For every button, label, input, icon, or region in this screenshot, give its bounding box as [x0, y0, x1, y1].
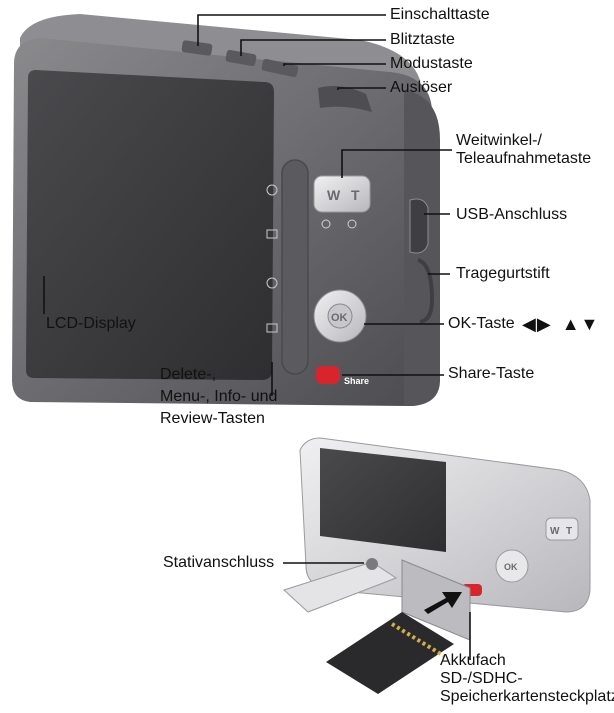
usb-port [409, 198, 429, 254]
battery-door [283, 561, 398, 613]
strap-post [417, 258, 435, 324]
ok-glyph: OK [331, 312, 348, 324]
info-icon [266, 277, 278, 289]
arrow-right-icon: ▶ [536, 314, 552, 334]
camera-bottom-view: W T OK [283, 437, 591, 694]
tripod-mount [366, 558, 378, 570]
shutter-button [318, 86, 372, 112]
arrow-down-icon: ▼ [580, 314, 600, 334]
ok-button-center [327, 303, 353, 329]
bottom-zoom-t-glyph: T [566, 526, 572, 537]
label-akkufach-sd: Akkufach SD-/SDHC- Speicherkartensteckpl… [440, 652, 614, 706]
label-weitwinkel-teleaufnahmetaste: Weitwinkel-/ Teleaufnahmetaste [456, 132, 591, 168]
label-weitwinkel-line2: Teleaufnahmetaste [456, 150, 592, 167]
bottom-lcd [320, 448, 446, 552]
label-share-taste: Share-Taste [448, 365, 535, 382]
label-einschalttaste: Einschalttaste [390, 6, 490, 23]
label-weitwinkel-line1: Weitwinkel-/ [456, 132, 542, 149]
delete-icon [266, 184, 278, 196]
label-stativanschluss: Stativanschluss [163, 554, 275, 571]
label-delete-line3: Review-Tasten [160, 410, 265, 427]
insert-arrow-icon [424, 592, 462, 614]
bottom-ok-glyph: OK [504, 562, 518, 572]
lcd-screen [26, 70, 274, 380]
camera-back-view: W T OK Share [12, 14, 440, 406]
side-button-strip [281, 159, 309, 375]
share-glyph: Share [344, 376, 369, 386]
arrow-left-icon: ◀ [522, 314, 537, 334]
arrow-up-icon: ▲ [561, 314, 581, 334]
ok-arrow-glyphs: ◀▶ ▲▼ [522, 315, 599, 333]
label-tragegurtstift: Tragegurtstift [456, 265, 550, 282]
label-ausloeser: Auslöser [390, 79, 453, 96]
label-akkufach: Akkufach [440, 652, 506, 669]
bottom-zoom-w-glyph: W [550, 526, 560, 537]
label-usb-anschluss: USB-Anschluss [456, 206, 568, 223]
sd-card [326, 612, 454, 694]
label-modustaste: Modustaste [390, 55, 473, 72]
label-sd-line1: SD-/SDHC- [440, 670, 523, 687]
share-button [316, 366, 340, 384]
flash-button [225, 49, 257, 67]
label-sd-line2: Speicherkartensteckplatz [440, 688, 614, 705]
label-blitztaste: Blitztaste [390, 31, 455, 48]
leader-lines [43, 14, 471, 660]
label-delete-menu-info-review: Delete-, Menu-, Info- und Review-Tasten [160, 366, 277, 428]
label-delete-line2: Menu-, Info- und [160, 388, 278, 405]
zoom-button [313, 175, 371, 213]
zoom-w-glyph: W [327, 187, 341, 203]
review-icon [266, 323, 278, 333]
mode-button [261, 58, 299, 78]
zoom-t-glyph: T [351, 187, 360, 203]
label-lcd-display: LCD-Display [46, 315, 136, 332]
label-delete-line1: Delete-, [160, 366, 217, 383]
label-ok-taste: OK-Taste [448, 315, 515, 332]
menu-icon [266, 229, 278, 239]
power-button [181, 40, 213, 56]
